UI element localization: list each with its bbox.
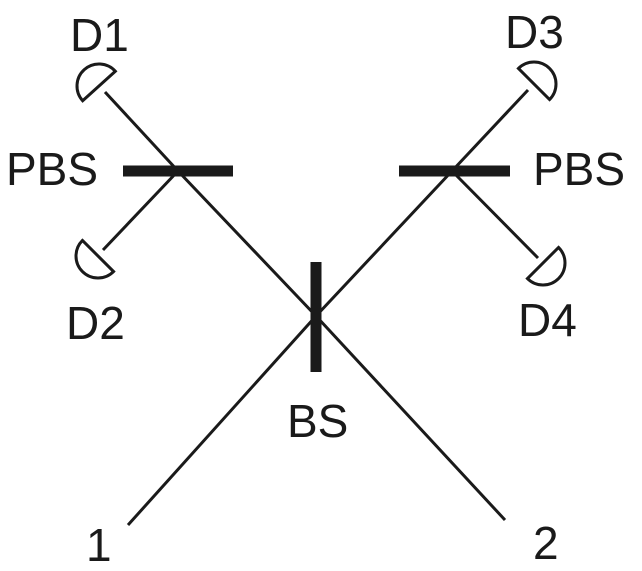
detector-d4-icon	[525, 245, 567, 287]
label-bs: BS	[287, 395, 349, 447]
detector-d3-icon	[516, 60, 558, 102]
label-d3: D3	[505, 6, 564, 58]
label-pbs-right: PBS	[533, 143, 626, 195]
beam-left-pbs-to-d1	[103, 90, 180, 173]
beam-port1-to-bs	[126, 314, 318, 527]
detector-d2-icon	[74, 238, 116, 280]
beam-right-pbs-to-d3	[450, 88, 530, 173]
label-d4: D4	[518, 294, 577, 346]
beam-bs-to-left-pbs	[176, 169, 318, 318]
beam-port2-to-bs	[314, 314, 507, 522]
detector-d1-icon	[75, 62, 118, 103]
beam-right-pbs-to-d4	[450, 169, 540, 260]
label-d1: D1	[70, 9, 129, 61]
label-port-2: 2	[533, 517, 559, 569]
beam-left-pbs-to-d2	[101, 169, 180, 252]
label-pbs-left: PBS	[6, 143, 99, 195]
label-port-1: 1	[86, 519, 112, 571]
beam-bs-to-right-pbs	[314, 169, 454, 318]
label-d2: D2	[66, 297, 125, 349]
